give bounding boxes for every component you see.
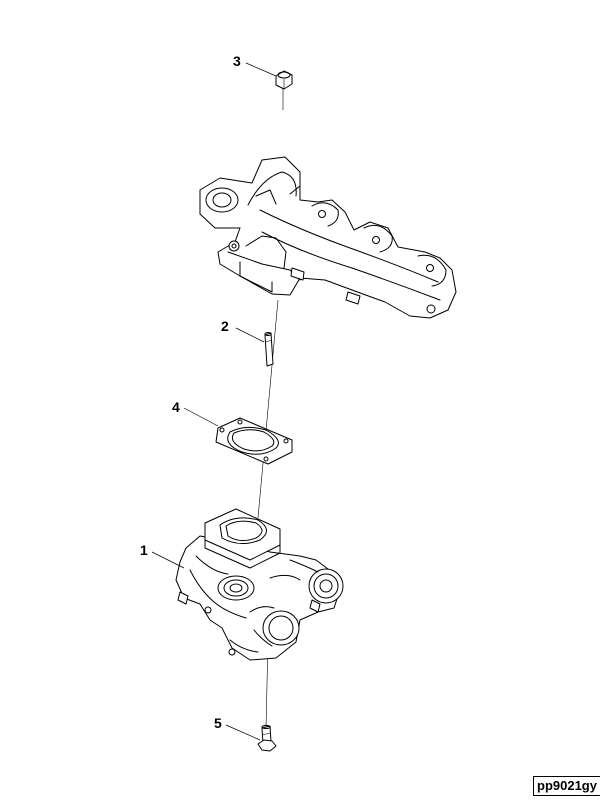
leader-line-5 (225, 724, 261, 741)
leader-line-4 (183, 407, 219, 427)
leader-line-3 (245, 62, 277, 77)
leader-line-1 (151, 551, 185, 569)
callout-1: 1 (140, 542, 148, 558)
callout-5: 5 (214, 715, 222, 731)
bolt-part (257, 724, 277, 752)
callout-2: 2 (221, 318, 229, 334)
exhaust-manifold-part (199, 156, 457, 319)
stud-part (264, 332, 274, 367)
nut-part (275, 70, 293, 90)
callout-4: 4 (172, 399, 180, 415)
turbocharger-part (175, 508, 344, 661)
callout-leaders (151, 62, 277, 741)
leader-line-2 (235, 327, 265, 343)
reference-code-label: pp9021gy (533, 776, 600, 796)
gasket-part (215, 417, 293, 465)
callout-3: 3 (233, 53, 241, 69)
